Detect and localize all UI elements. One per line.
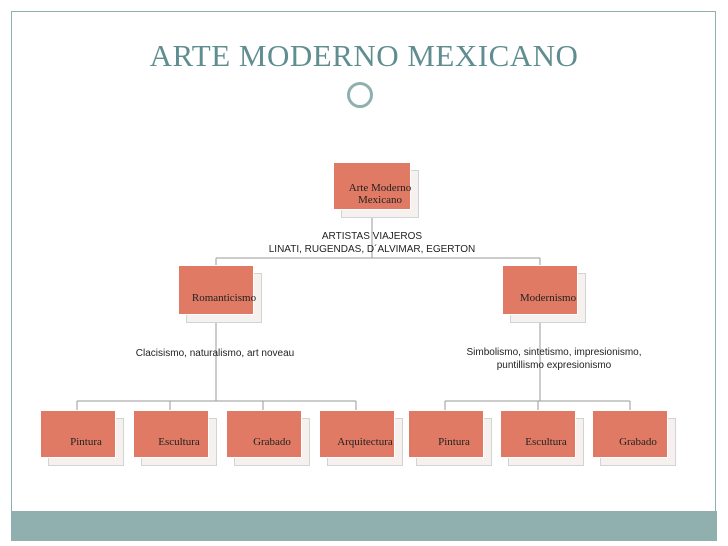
node-rom-pintura: Pintura xyxy=(40,410,124,466)
bottom-bar xyxy=(11,511,717,541)
viajeros-line2: LINATI, RUGENDAS, D´ALVIMAR, EGERTON xyxy=(268,244,476,255)
node-mod-grabado: Grabado xyxy=(592,410,676,466)
modernismo-styles: Simbolismo, sintetismo, impresionismo, p… xyxy=(430,346,678,372)
node-modernismo: Modernismo xyxy=(502,265,586,323)
node-rom-grabado-label: Grabado xyxy=(253,436,291,448)
node-rom-grabado: Grabado xyxy=(226,410,310,466)
node-rom-arquitectura-label: Arquitectura xyxy=(337,436,393,448)
viajeros-annotation: ARTISTAS VIAJEROS LINATI, RUGENDAS, D´AL… xyxy=(232,230,512,256)
slide-title: ARTE MODERNO MEXICANO xyxy=(149,38,579,73)
node-romanticismo-label: Romanticismo xyxy=(191,292,257,304)
romanticismo-styles: Clacisismo, naturalismo, art noveau xyxy=(135,348,295,359)
node-rom-escultura-label: Escultura xyxy=(158,436,200,448)
node-rom-pintura-label: Pintura xyxy=(70,436,102,448)
viajeros-line1: ARTISTAS VIAJEROS xyxy=(321,231,423,242)
node-modernismo-label: Modernismo xyxy=(519,292,577,304)
node-rom-escultura: Escultura xyxy=(133,410,217,466)
node-root: Arte Moderno Mexicano xyxy=(333,162,419,218)
circle-icon xyxy=(347,82,373,108)
node-mod-grabado-label: Grabado xyxy=(619,436,657,448)
node-mod-escultura-label: Escultura xyxy=(525,436,567,448)
modernismo-styles-line2: puntillismo expresionismo xyxy=(496,360,612,371)
node-mod-pintura: Pintura xyxy=(408,410,492,466)
node-rom-arquitectura: Arquitectura xyxy=(319,410,403,466)
node-mod-pintura-label: Pintura xyxy=(438,436,470,448)
node-mod-escultura: Escultura xyxy=(500,410,584,466)
modernismo-styles-line1: Simbolismo, sintetismo, impresionismo, xyxy=(466,347,642,358)
node-romanticismo: Romanticismo xyxy=(178,265,262,323)
node-root-label: Arte Moderno Mexicano xyxy=(348,182,412,206)
